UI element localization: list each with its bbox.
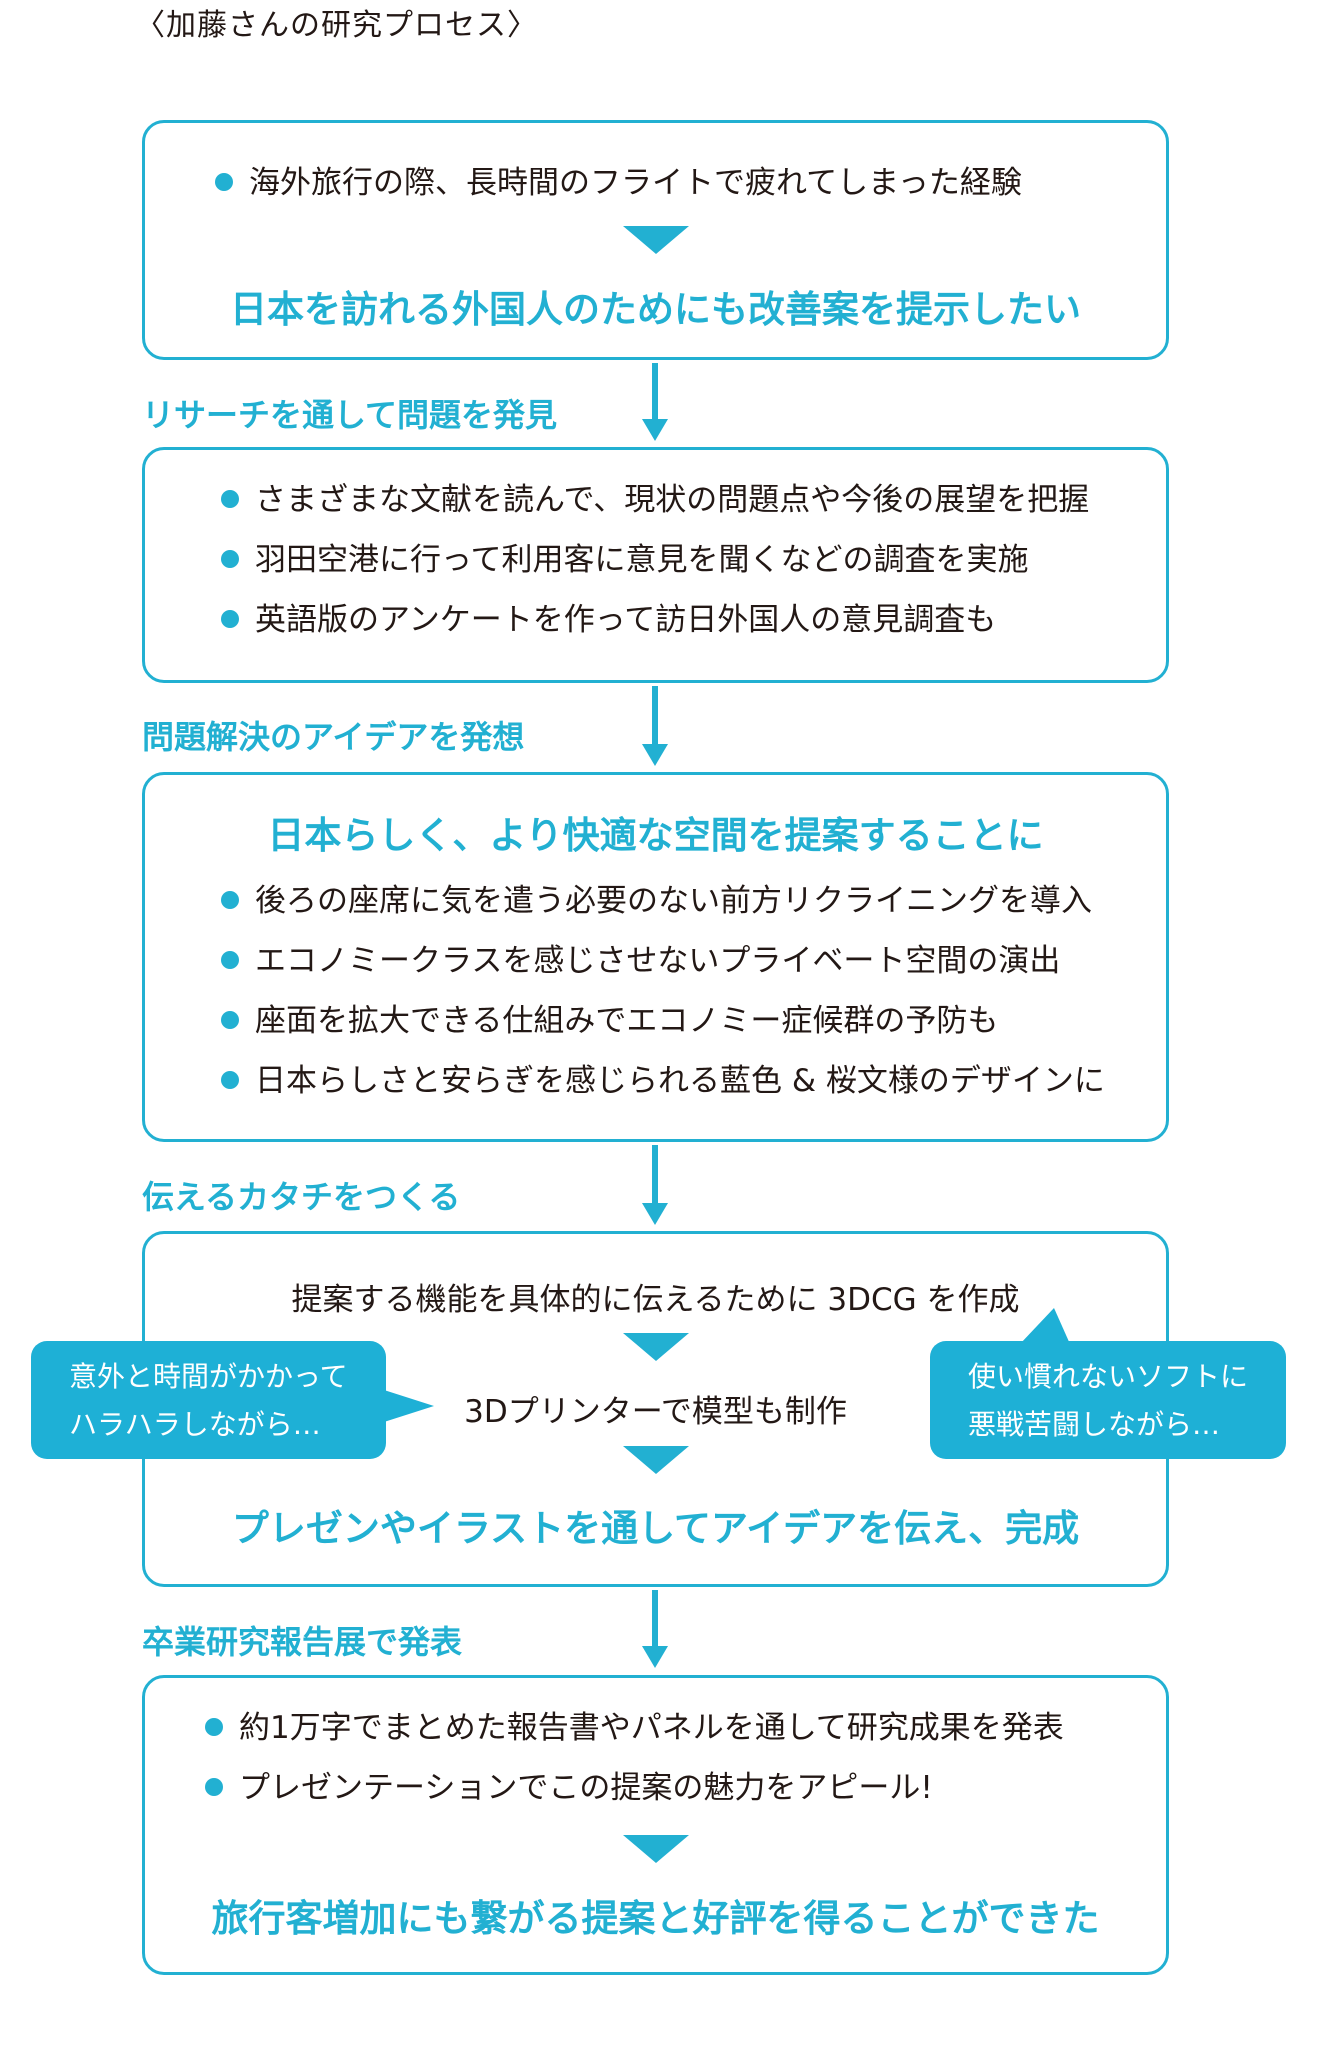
motivation-list: 海外旅行の際、長時間のフライトで疲れてしまった経験 <box>215 153 1022 213</box>
speech-bubble-left: 意外と時間がかかって ハラハラしながら… <box>31 1341 386 1459</box>
step-label-presentation: 卒業研究報告展で発表 <box>142 1623 463 1661</box>
down-arrow-icon <box>642 363 668 441</box>
bullet-text: プレゼンテーションでこの提案の魅力をアピール! <box>239 1770 933 1806</box>
bullet-dot-icon <box>221 951 239 969</box>
bullet-dot-icon <box>221 610 239 628</box>
down-arrow-icon <box>642 686 668 766</box>
presentation-list: 約1万字でまとめた報告書やパネルを通して研究成果を発表 プレゼンテーションでこの… <box>205 1698 1064 1818</box>
research-box: さまざまな文献を読んで、現状の問題点や今後の展望を把握 羽田空港に行って利用客に… <box>142 447 1169 683</box>
speech-bubble-right: 使い慣れないソフトに 悪戦苦闘しながら… <box>930 1341 1286 1459</box>
list-item: エコノミークラスを感じさせないプライベート空間の演出 <box>221 931 1105 991</box>
list-item: 羽田空港に行って利用客に意見を聞くなどの調査を実施 <box>221 530 1089 590</box>
prototype-line-3dprint: 3Dプリンターで模型も制作 <box>464 1394 847 1430</box>
list-item: 座面を拡大できる仕組みでエコノミー症候群の予防も <box>221 991 1105 1051</box>
list-item: プレゼンテーションでこの提案の魅力をアピール! <box>205 1758 1064 1818</box>
presentation-box: 約1万字でまとめた報告書やパネルを通して研究成果を発表 プレゼンテーションでこの… <box>142 1675 1169 1975</box>
bubble-text: ハラハラしながら… <box>69 1408 321 1441</box>
bullet-text: 約1万字でまとめた報告書やパネルを通して研究成果を発表 <box>239 1710 1064 1746</box>
step-label-research: リサーチを通して問題を発見 <box>142 396 558 434</box>
bullet-dot-icon <box>221 1011 239 1029</box>
down-arrow-icon <box>642 1590 668 1668</box>
list-item: 日本らしさと安らぎを感じられる藍色 & 桜文様のデザインに <box>221 1051 1105 1111</box>
bullet-dot-icon <box>221 891 239 909</box>
bubble-text: 悪戦苦闘しながら… <box>968 1408 1221 1441</box>
bullet-text: 羽田空港に行って利用客に意見を聞くなどの調査を実施 <box>255 542 1029 578</box>
diagram-title: 〈加藤さんの研究プロセス〉 <box>135 8 538 43</box>
step-label-prototype: 伝えるカタチをつくる <box>142 1178 461 1216</box>
bullet-text: 後ろの座席に気を遣う必要のない前方リクライニングを導入 <box>255 883 1092 919</box>
prototype-line-3dcg: 提案する機能を具体的に伝えるために 3DCG を作成 <box>291 1282 1020 1318</box>
bullet-dot-icon <box>221 550 239 568</box>
bullet-text: 英語版のアンケートを作って訪日外国人の意見調査も <box>255 602 997 638</box>
bullet-text: 日本らしさと安らぎを感じられる藍色 & 桜文様のデザインに <box>255 1063 1105 1099</box>
speech-bubble-tail-icon <box>1020 1308 1070 1344</box>
ideation-list: 後ろの座席に気を遣う必要のない前方リクライニングを導入 エコノミークラスを感じさ… <box>221 871 1105 1111</box>
bubble-text: 使い慣れないソフトに <box>968 1360 1249 1393</box>
bubble-text: 意外と時間がかかって <box>69 1360 348 1393</box>
list-item: 約1万字でまとめた報告書やパネルを通して研究成果を発表 <box>205 1698 1064 1758</box>
presentation-result: 旅行客増加にも繋がる提案と好評を得ることができた <box>211 1897 1100 1940</box>
down-triangle-icon <box>622 1835 689 1863</box>
down-triangle-icon <box>622 1333 689 1361</box>
bullet-dot-icon <box>215 173 233 191</box>
down-triangle-icon <box>622 1446 689 1474</box>
bullet-dot-icon <box>205 1718 223 1736</box>
prototype-result: プレゼンやイラストを通してアイデアを伝え、完成 <box>231 1507 1080 1550</box>
research-list: さまざまな文献を読んで、現状の問題点や今後の展望を把握 羽田空港に行って利用客に… <box>221 470 1089 650</box>
down-arrow-icon <box>642 1145 668 1225</box>
list-item: 海外旅行の際、長時間のフライトで疲れてしまった経験 <box>215 153 1022 213</box>
bullet-text: さまざまな文献を読んで、現状の問題点や今後の展望を把握 <box>255 482 1090 518</box>
down-triangle-icon <box>622 226 689 254</box>
bullet-text: 座面を拡大できる仕組みでエコノミー症候群の予防も <box>255 1003 999 1039</box>
ideation-headline: 日本らしく、より快適な空間を提案することに <box>267 814 1044 857</box>
bullet-dot-icon <box>221 1071 239 1089</box>
list-item: 後ろの座席に気を遣う必要のない前方リクライニングを導入 <box>221 871 1105 931</box>
bullet-dot-icon <box>205 1778 223 1796</box>
list-item: さまざまな文献を読んで、現状の問題点や今後の展望を把握 <box>221 470 1089 530</box>
bullet-text: 海外旅行の際、長時間のフライトで疲れてしまった経験 <box>249 165 1022 201</box>
bullet-dot-icon <box>221 490 239 508</box>
motivation-box: 海外旅行の際、長時間のフライトで疲れてしまった経験 日本を訪れる外国人のためにも… <box>142 120 1169 360</box>
ideation-box: 日本らしく、より快適な空間を提案することに 後ろの座席に気を遣う必要のない前方リ… <box>142 772 1169 1142</box>
list-item: 英語版のアンケートを作って訪日外国人の意見調査も <box>221 590 1089 650</box>
bullet-text: エコノミークラスを感じさせないプライベート空間の演出 <box>255 943 1061 979</box>
step-label-ideation: 問題解決のアイデアを発想 <box>142 718 525 756</box>
speech-bubble-tail-icon <box>384 1390 434 1422</box>
motivation-result: 日本を訪れる外国人のためにも改善案を提示したい <box>230 288 1081 331</box>
